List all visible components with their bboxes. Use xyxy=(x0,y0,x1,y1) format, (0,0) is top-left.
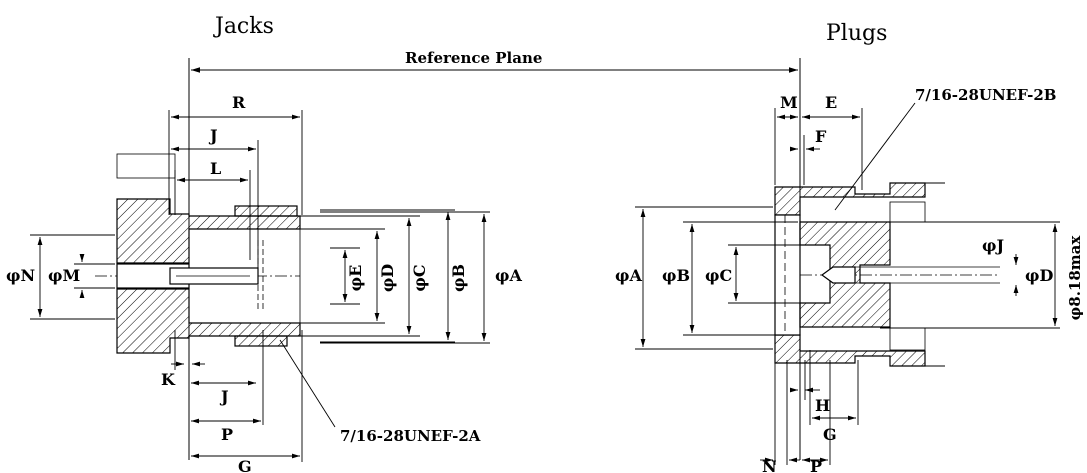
plug-dim-F: F xyxy=(815,127,827,146)
plug-thread-spec: 7/16-28UNEF-2B xyxy=(915,86,1056,104)
plug-horizontal-dims xyxy=(760,102,916,465)
jack-dim-phiM: φM xyxy=(48,266,80,285)
plug-dim-H: H xyxy=(815,396,830,415)
plug-dim-phiJ: φJ xyxy=(982,236,1004,255)
plug-dim-G: G xyxy=(823,425,837,444)
plug-dim-phiA: φA xyxy=(615,266,642,285)
plugs-title: Plugs xyxy=(826,21,887,46)
jack-horizontal-dims xyxy=(168,110,303,462)
plug-max-diameter: φ8.18max xyxy=(1066,235,1084,321)
jack-dim-R: R xyxy=(232,93,246,112)
plug-dim-phiD: φD xyxy=(1025,266,1053,285)
jack-dim-phiB: φB xyxy=(449,264,468,292)
jacks-title: Jacks xyxy=(213,14,274,39)
jack-dim-K: K xyxy=(161,370,176,389)
plug-body xyxy=(774,182,1000,367)
jack-vertical-dims xyxy=(30,209,490,428)
jack-dim-J-bottom: J xyxy=(219,387,229,406)
reference-plane xyxy=(188,58,801,460)
plug-dim-P: P xyxy=(810,457,822,473)
reference-plane-label: Reference Plane xyxy=(405,49,542,67)
jack-dim-L: L xyxy=(210,159,221,178)
plug-dim-E: E xyxy=(825,93,837,112)
plug-dim-phiC: φC xyxy=(705,266,732,285)
jack-dim-phiC: φC xyxy=(410,264,429,291)
jack-dim-P: P xyxy=(221,425,233,444)
jack-body xyxy=(95,153,301,354)
plug-dim-N: N xyxy=(762,457,777,473)
jack-dim-G: G xyxy=(238,457,252,473)
plug-dim-phiB: φB xyxy=(662,266,690,285)
jack-dim-phiD: φD xyxy=(378,264,397,292)
jack-dim-phiA: φA xyxy=(495,266,522,285)
jack-dim-phiE: φE xyxy=(346,265,365,292)
jack-dim-phiN: φN xyxy=(6,266,35,285)
plug-dim-M: M xyxy=(780,93,798,112)
jack-thread-spec: 7/16-28UNEF-2A xyxy=(340,427,481,445)
plug-vertical-dims xyxy=(635,182,1060,367)
jack-dim-J-top: J xyxy=(208,126,218,145)
